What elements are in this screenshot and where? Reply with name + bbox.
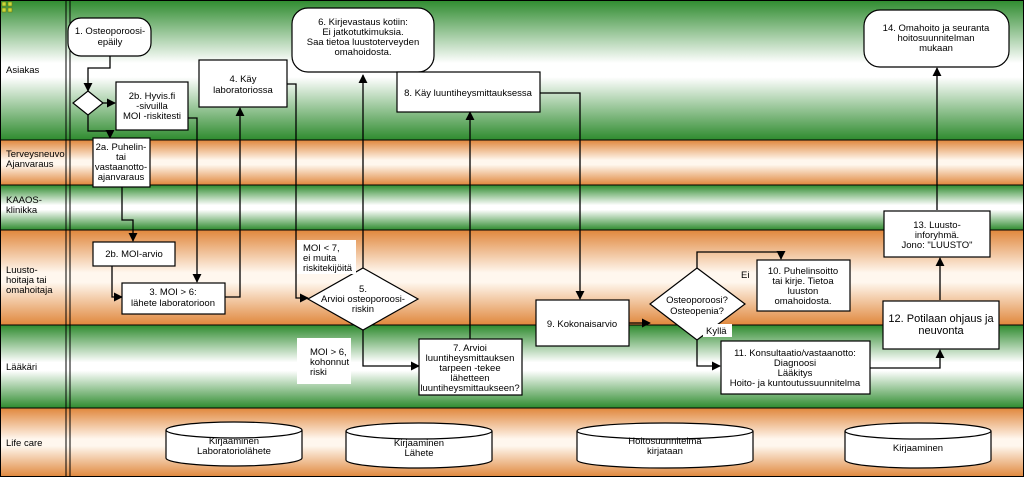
svg-text:Osteoporoosi?Osteopenia?: Osteoporoosi?Osteopenia? (666, 295, 728, 317)
label-kylla: Kyllä (703, 324, 732, 337)
label-ei: Ei (741, 270, 749, 281)
svg-text:11. Konsultaatio/vastaanotto:D: 11. Konsultaatio/vastaanotto:DiagnoosiLä… (730, 348, 861, 389)
node-decision-start (72, 90, 104, 116)
node-1-osteoporoosi-epaily: 1. Osteoporoosi-epäily (67, 17, 152, 57)
svg-text:9. Kokonaisarvio: 9. Kokonaisarvio (547, 319, 617, 330)
lane-label-luustohoitaja: Luusto- hoitaja tai omahoitaja (6, 265, 53, 296)
svg-text:6. Kirjevastaus kotiin:Ei jatk: 6. Kirjevastaus kotiin:Ei jatkotutkimuks… (307, 17, 420, 58)
edge-5-to-7 (362, 330, 420, 371)
svg-text:2b. MOI-arvio: 2b. MOI-arvio (105, 249, 163, 260)
edge-decision2-to-11 (696, 340, 721, 371)
edge-2a-to-2b-moi (121, 187, 138, 242)
edge-2b-moi-to-3 (111, 266, 123, 302)
corner-marker (1, 1, 13, 13)
svg-text:Kirjaaminen: Kirjaaminen (893, 443, 943, 454)
lane-kaaos: KAAOS- klinikka (0, 185, 1024, 230)
node-13-luusto-inforyhma: 13. Luusto-inforyhmä.Jono: "LUUSTO" (883, 210, 991, 258)
svg-text:1. Osteoporoosi-epäily: 1. Osteoporoosi-epäily (75, 26, 145, 48)
node-decision-osteoporoosi: Osteoporoosi?Osteopenia? (649, 267, 746, 341)
nodes: 1. Osteoporoosi-epäily 2b. Hyvis.fi-sivu… (67, 7, 1010, 396)
edge-4-to-5 (287, 83, 309, 303)
node-5-arvioi-riski: 5.Arvioi osteoporoosi-riskin (306, 267, 420, 331)
node-3-lahete-laboratorioon: 3. MOI > 6:lähete laboratorioon (121, 282, 226, 315)
svg-text:13. Luusto-inforyhmä.Jono: "LU: 13. Luusto-inforyhmä.Jono: "LUUSTO" (902, 220, 973, 251)
edge-8-to-9 (540, 92, 585, 300)
svg-text:Kyllä: Kyllä (706, 326, 727, 337)
lane-label-kaaos: KAAOS- klinikka (6, 195, 45, 216)
lane-label-laakari: Lääkäri (6, 362, 37, 373)
node-8-luuntiheysmittaus: 8. Käy luuntiheysmittauksessa (396, 71, 541, 113)
edge-2b-hyvis-to-3 (188, 117, 202, 283)
svg-text:8. Käy luuntiheysmittauksessa: 8. Käy luuntiheysmittauksessa (404, 88, 533, 99)
lane-label-terveysneuvo: Terveysneuvo Ajanvaraus (6, 149, 67, 170)
edge-1-to-decision (83, 55, 111, 92)
svg-text:5.Arvioi osteoporoosi-riskin: 5.Arvioi osteoporoosi-riskin (321, 284, 405, 315)
node-9-kokonaisarvio: 9. Kokonaisarvio (535, 299, 630, 347)
lane-label-lifecare: Life care (6, 438, 42, 449)
lane-label-asiakas: Asiakas (6, 65, 40, 76)
db-kirjaaminen: Kirjaaminen (844, 422, 992, 469)
edge-11-to-12 (870, 349, 945, 369)
edge-decision-to-2a (87, 115, 115, 139)
lane-terveysneuvo: Terveysneuvo Ajanvaraus (0, 140, 1024, 185)
edge-3-to-4 (225, 107, 245, 298)
edges (83, 55, 945, 371)
node-2b-moi-arvio: 2b. MOI-arvio (92, 241, 176, 267)
node-6-kirjevastaus: 6. Kirjevastaus kotiin:Ei jatkotutkimuks… (291, 7, 435, 73)
svg-text:3. MOI > 6:lähete laboratorioo: 3. MOI > 6:lähete laboratorioon (131, 287, 215, 309)
svg-text:Ei: Ei (741, 270, 749, 281)
edge-decision2-to-10 (696, 250, 786, 268)
